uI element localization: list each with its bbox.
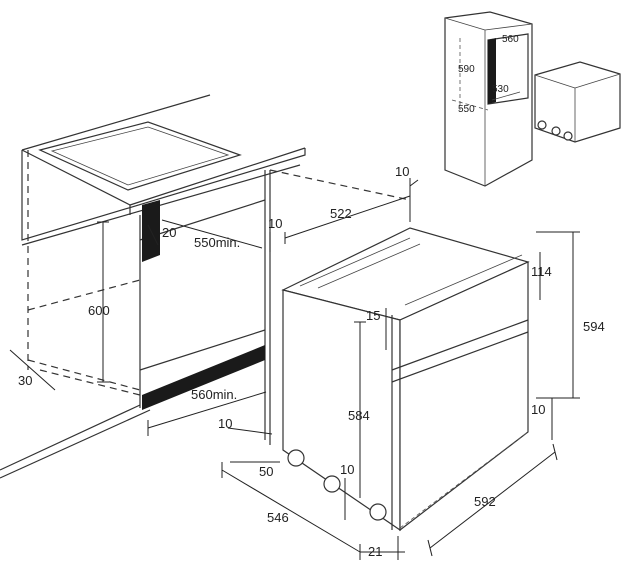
countertop <box>21 94 306 246</box>
label-gap-10-right: 10 <box>531 402 545 417</box>
label-depth-550: 550min. <box>194 235 240 250</box>
label-front-21: 21 <box>368 544 382 559</box>
hob <box>38 121 242 191</box>
label-depth-10-left: 10 <box>268 216 282 231</box>
label-offset-30: 30 <box>18 373 32 388</box>
label-gap-10-front: 10 <box>218 416 232 431</box>
label-cabinet-depth-522: 522 <box>330 206 352 221</box>
label-width-592: 592 <box>474 494 496 509</box>
label-inset-550: 550 <box>458 104 475 115</box>
label-height-594: 594 <box>583 319 605 334</box>
label-height-584: 584 <box>348 408 370 423</box>
label-height-600: 600 <box>88 303 110 318</box>
inset-oven <box>534 61 621 143</box>
label-width-560: 560min. <box>191 387 237 402</box>
left-cabinet <box>0 150 411 479</box>
label-inset-560: 560 <box>502 34 519 45</box>
label-depth-546: 546 <box>267 510 289 525</box>
label-gap-15: 15 <box>366 308 380 323</box>
oven <box>281 227 530 532</box>
dimension-labels: 10 522 10 20 550min. 600 30 560min. 114 … <box>18 164 605 559</box>
dimension-lines <box>9 178 580 560</box>
label-inset-590: 590 <box>458 64 475 75</box>
label-gap-10-bottom: 10 <box>340 462 354 477</box>
inset-tall-cabinet <box>444 11 533 187</box>
label-depth-10-top: 10 <box>395 164 409 179</box>
label-offset-50: 50 <box>259 464 273 479</box>
inset-labels: 560 590 530 550 <box>458 34 519 115</box>
label-panel-114: 114 <box>531 264 552 279</box>
label-inset-530: 530 <box>492 84 509 95</box>
label-gap-20: 20 <box>162 225 176 240</box>
